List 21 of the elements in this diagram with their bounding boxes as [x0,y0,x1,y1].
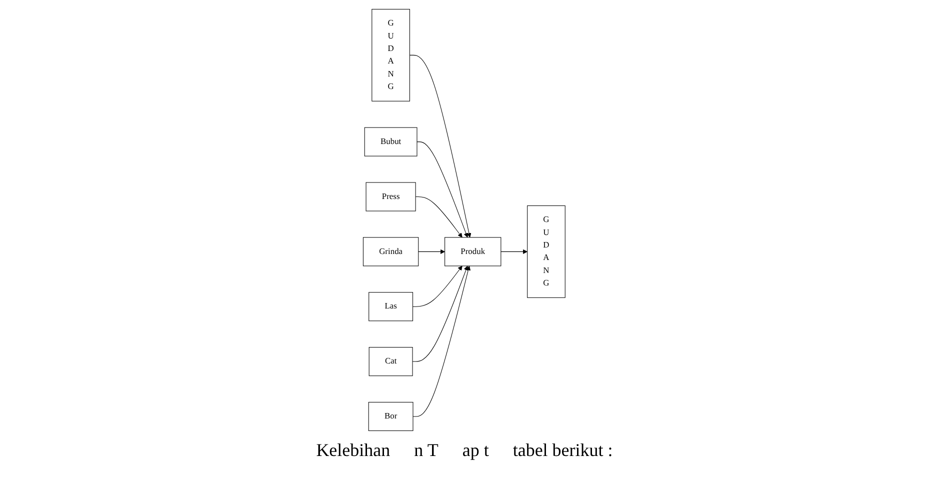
node-box: G U D A N G [527,205,566,298]
arrow [416,196,463,238]
node-box: Las [368,292,414,322]
node-box: Grinda [363,237,419,266]
arrow [412,266,469,362]
node-box: Bor [368,402,414,432]
note-text: tabel berikut : [512,440,613,461]
arrow [417,142,469,238]
node-box: G U D A N G [372,8,410,102]
note-text: Kelebihan [316,440,390,461]
arrow [418,249,446,254]
node-box: Cat [369,347,414,376]
node-box: Produk [444,237,502,266]
node-box: Press [366,182,416,212]
arrow [413,266,471,417]
arrow [412,266,463,307]
arrow [500,249,528,254]
node-box: Bubut [364,127,418,156]
note-text: n T [414,440,438,461]
note-text: ap t [462,440,489,461]
arrow [410,54,472,238]
